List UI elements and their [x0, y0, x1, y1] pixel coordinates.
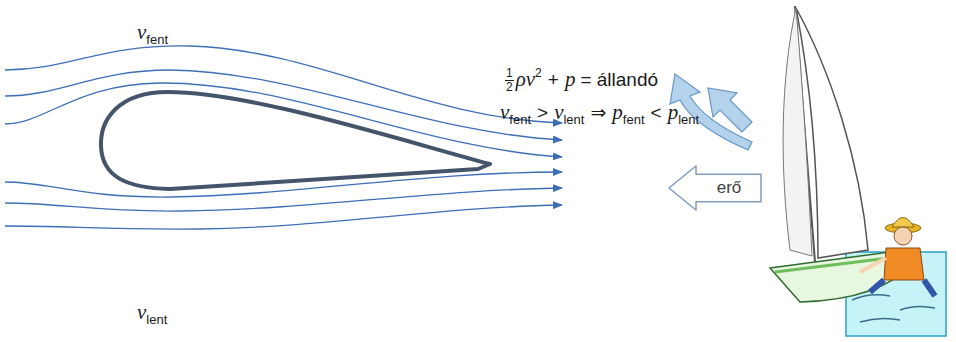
velocity-symbol: v: [500, 100, 509, 124]
density-symbol: ρ: [516, 67, 526, 91]
formula-line: vfent: [137, 20, 168, 48]
velocity-symbol: v: [554, 100, 563, 124]
velocity-symbol: v: [137, 20, 146, 44]
subscript: fent: [623, 112, 645, 127]
pressure-symbol: p: [565, 67, 576, 91]
velocity-symbol: v: [526, 67, 535, 91]
airfoil: [101, 92, 490, 189]
streamlines: [5, 46, 562, 229]
force-arrow: erő: [668, 165, 762, 211]
equation-text: = állandó: [580, 69, 658, 90]
operator: +: [548, 69, 559, 90]
subscript: fent: [509, 112, 531, 127]
operator: ⇒: [590, 102, 606, 123]
operator: >: [537, 102, 548, 123]
operator: <: [651, 102, 662, 123]
subscript: lent: [563, 112, 584, 127]
pressure-symbol: p: [612, 100, 623, 124]
sailboat: [770, 6, 946, 336]
formula-line: 12ρv2+p= állandó: [505, 66, 658, 95]
force-label: erő: [717, 178, 742, 198]
formula-line: vlent: [137, 300, 167, 328]
numerator: 1: [505, 67, 514, 82]
exponent: 2: [535, 66, 542, 80]
subscript: fent: [146, 32, 168, 47]
flow-arrows: [670, 74, 752, 150]
fraction: 12: [505, 67, 514, 96]
arrow-outline: [668, 165, 762, 211]
formula-line: vfent>vlent⇒pfent<plent: [500, 100, 699, 128]
denominator: 2: [505, 81, 514, 95]
velocity-symbol: v: [137, 300, 146, 324]
subscript: lent: [678, 112, 699, 127]
pressure-symbol: p: [668, 100, 679, 124]
subscript: lent: [146, 312, 167, 327]
